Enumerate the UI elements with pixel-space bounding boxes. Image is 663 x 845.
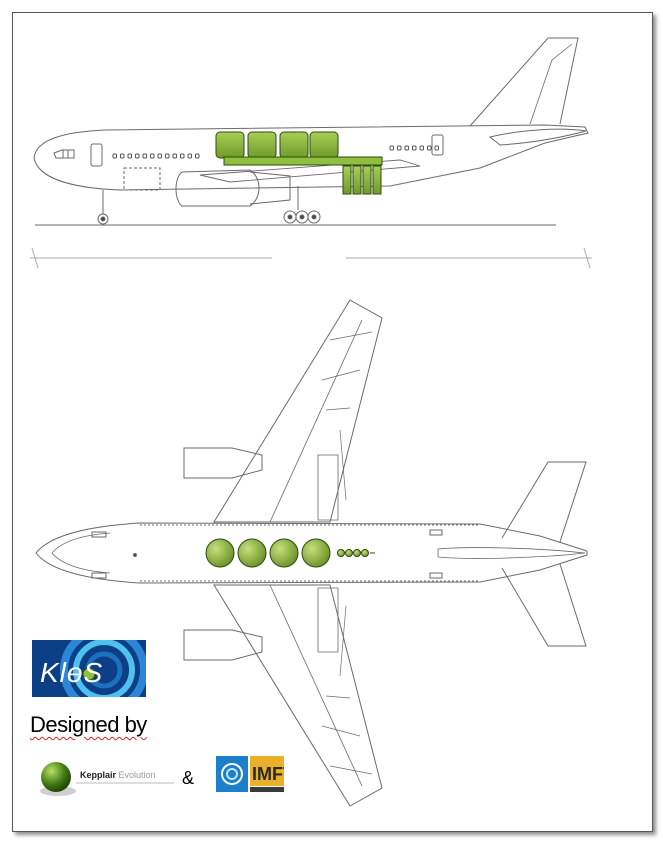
top-htail-lower [501, 563, 587, 647]
cockpit-windows [53, 149, 75, 159]
side-window [165, 153, 170, 159]
tank-side-2 [247, 131, 277, 159]
tank-top-6 [345, 549, 353, 557]
tank-side-1 [215, 131, 245, 159]
tank-top-8 [361, 549, 369, 557]
kepplair-suffix: Evolution [118, 770, 156, 780]
cargo-door [123, 167, 161, 191]
side-window [389, 145, 394, 151]
side-vertical-tail [469, 37, 579, 127]
imft-logo: IMFT [216, 756, 284, 792]
kepplair-name: Kepplair [80, 770, 117, 780]
side-fuselage [33, 124, 589, 191]
side-window [150, 153, 155, 159]
top-view [35, 299, 588, 807]
imft-logo-text: IMFT [252, 764, 284, 784]
tank-top-5 [337, 549, 345, 557]
side-tanks [215, 131, 383, 195]
tank-top-4 [301, 538, 331, 568]
nose-gear [97, 190, 109, 225]
tank-side-base [223, 156, 383, 166]
top-engine-upper [183, 447, 263, 479]
side-window [397, 145, 402, 151]
kepplair-logo [40, 762, 174, 796]
tank-top-2 [237, 538, 267, 568]
side-window [412, 145, 417, 151]
side-horizontal-tail [488, 128, 587, 146]
top-wing-lower [213, 584, 383, 807]
side-window [142, 153, 147, 159]
side-view [30, 37, 592, 269]
tank-side-5 [342, 165, 352, 195]
side-window [135, 153, 140, 159]
top-wing-upper [213, 299, 383, 523]
side-window [187, 153, 192, 159]
top-engine-lower [183, 629, 263, 661]
kepplair-wordmark: Kepplair Evolution [80, 770, 156, 780]
tank-side-6 [352, 165, 362, 195]
tank-side-7 [362, 165, 372, 195]
tank-side-4 [309, 131, 339, 159]
designed-by-label: Designed by [30, 712, 147, 737]
side-window [404, 145, 409, 151]
side-window [180, 153, 185, 159]
main-gear [283, 186, 321, 224]
side-window [112, 153, 117, 159]
side-window [195, 153, 200, 159]
side-window [157, 153, 162, 159]
ampersand: & [182, 768, 195, 788]
tank-side-8 [372, 165, 382, 195]
side-door-rear [431, 134, 444, 156]
side-window [120, 153, 125, 159]
side-door-front [90, 143, 103, 167]
side-window [419, 145, 424, 151]
klees-logo: KlɵS [32, 640, 146, 697]
side-window [127, 153, 132, 159]
tank-top-1 [205, 538, 235, 568]
tank-top-3 [269, 538, 299, 568]
tank-side-3 [279, 131, 309, 159]
side-windows [112, 145, 439, 159]
side-window [427, 145, 432, 151]
top-tanks [205, 538, 375, 568]
side-engine [175, 169, 260, 207]
tank-top-7 [353, 549, 361, 557]
top-fuselage [35, 522, 588, 584]
side-window [434, 145, 439, 151]
top-htail-upper [501, 461, 587, 543]
side-window [172, 153, 177, 159]
klees-logo-text: KlɵS [40, 657, 103, 688]
